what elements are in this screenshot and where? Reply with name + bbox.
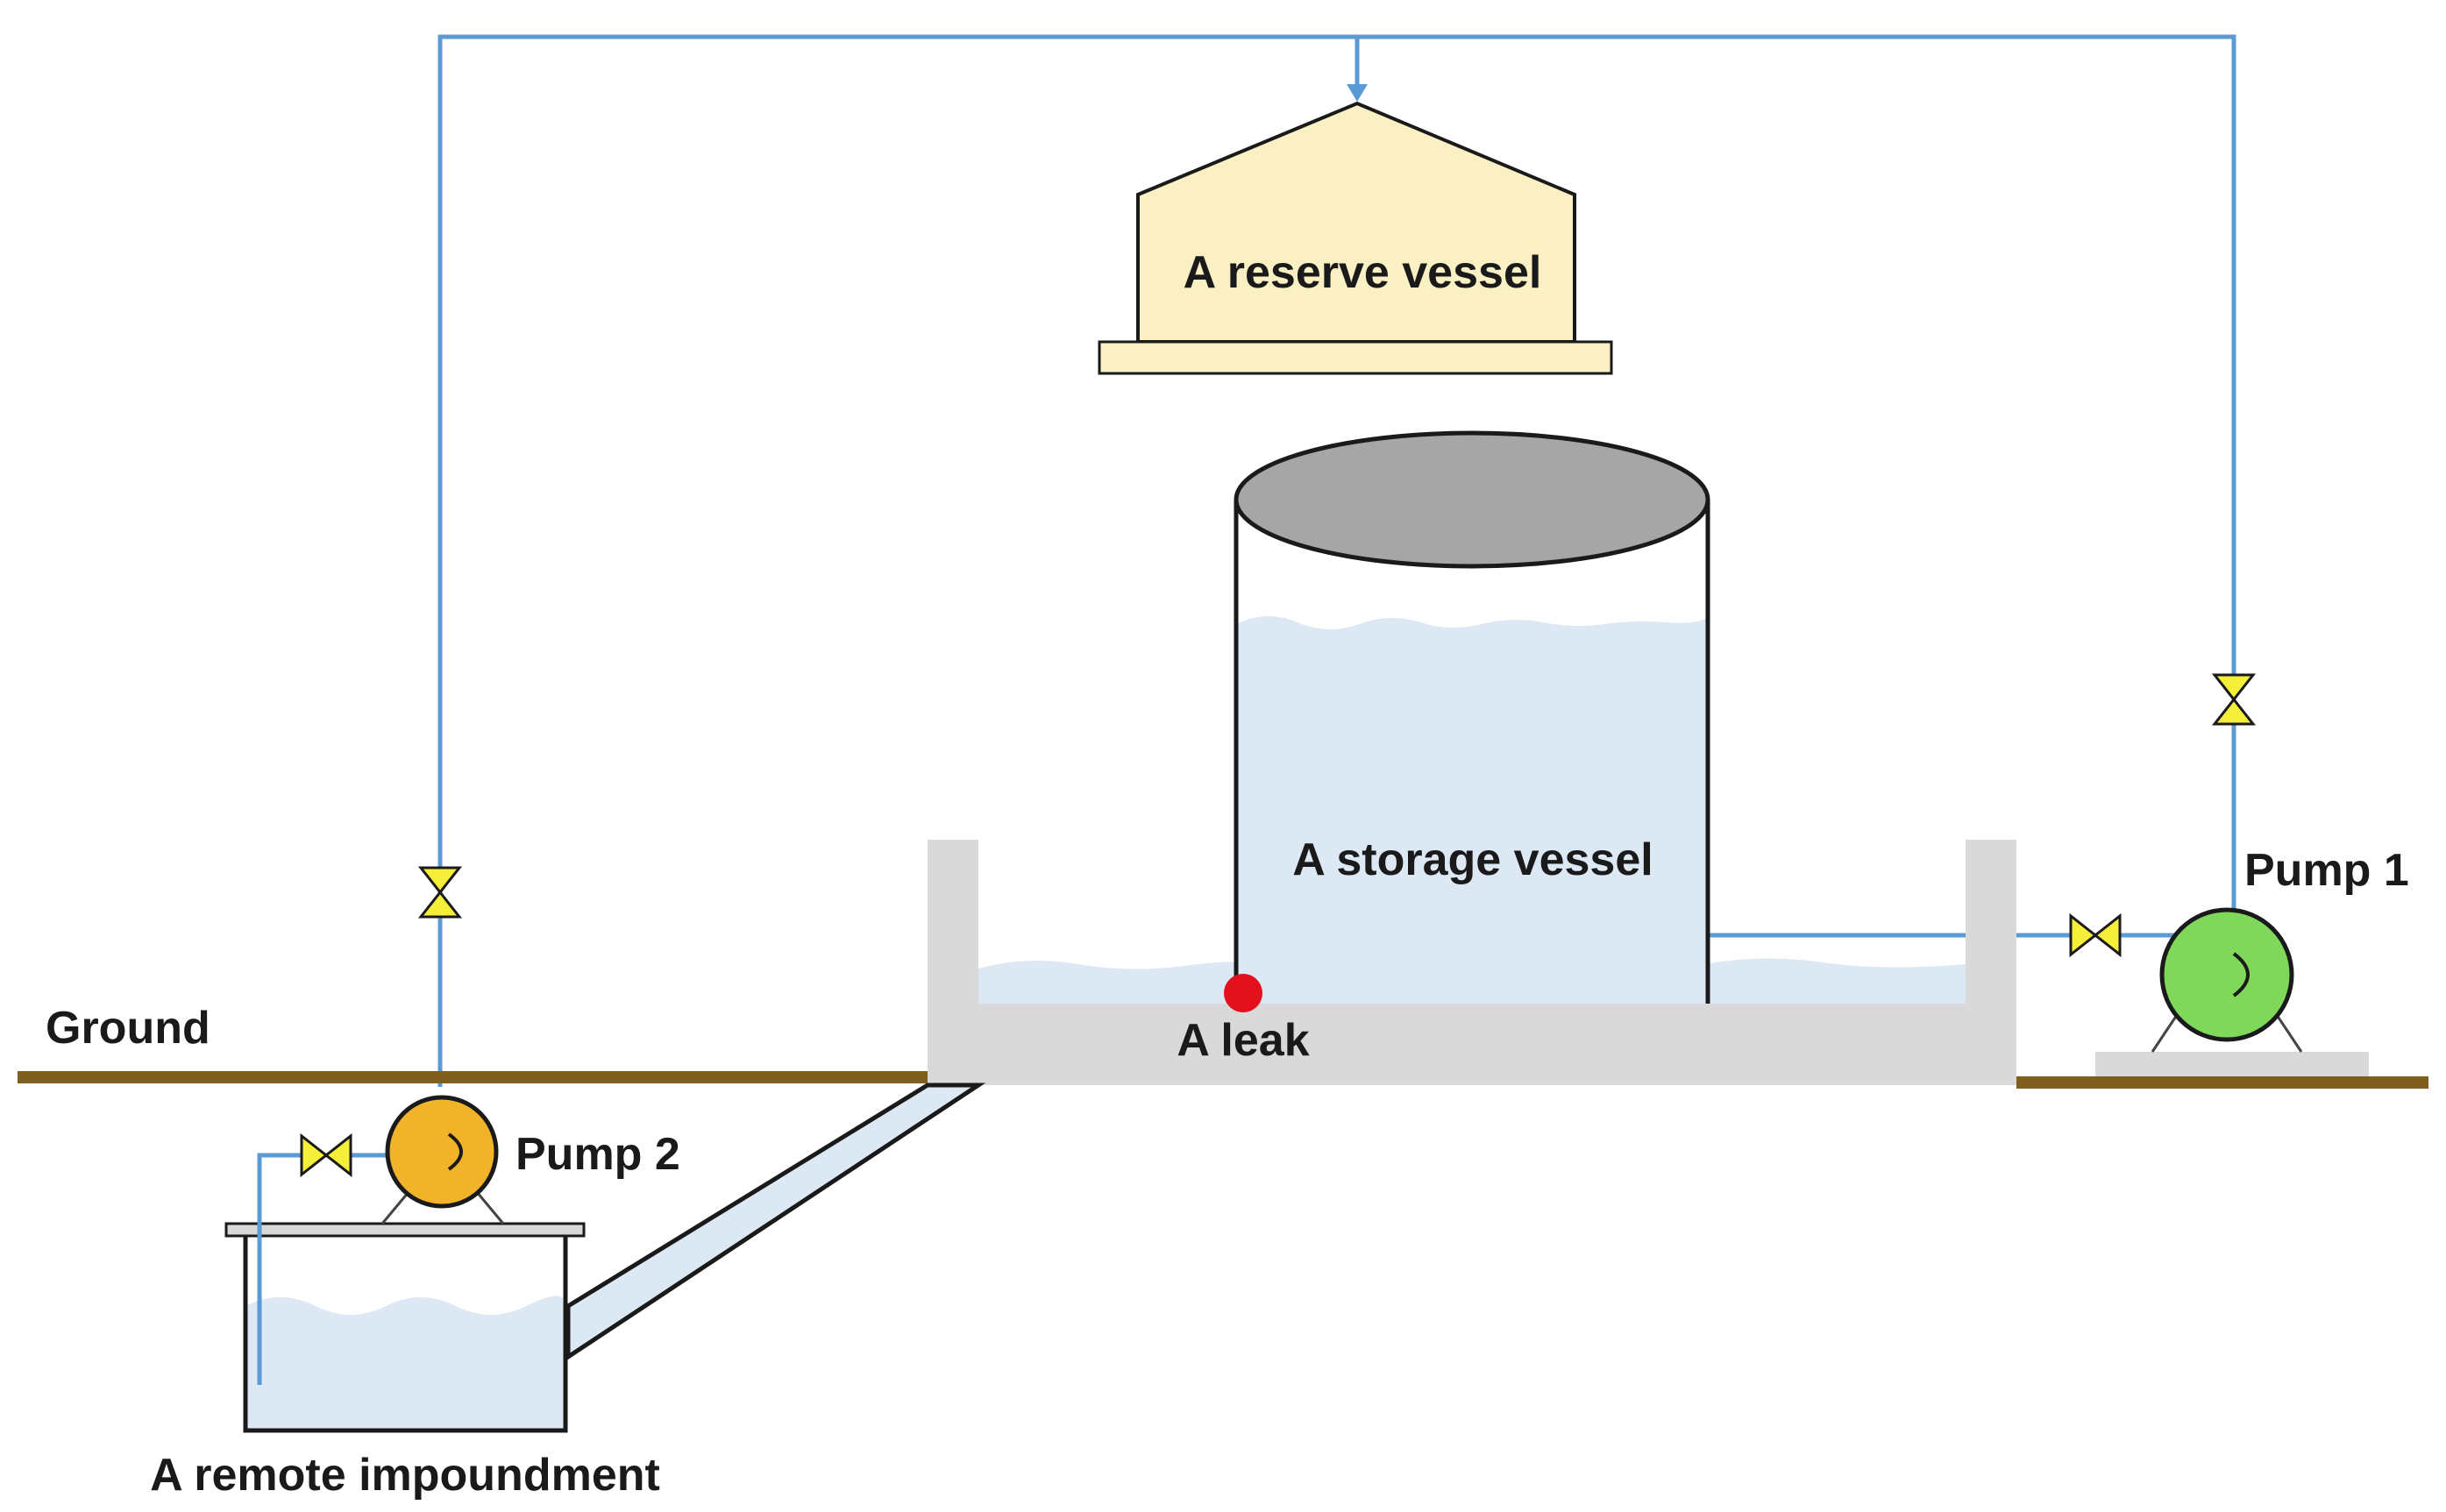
remote-impoundment-label: A remote impoundment — [150, 1450, 660, 1501]
storage-vessel-label: A storage vessel — [1292, 834, 1653, 885]
pump1-base — [2095, 1052, 2369, 1076]
ground-line-left — [18, 1071, 928, 1083]
reserve-vessel-label: A reserve vessel — [1184, 247, 1542, 298]
storage-vessel: A storage vessel — [1234, 430, 1710, 1004]
drain-channel — [565, 1083, 986, 1361]
valve-icon[interactable] — [417, 866, 463, 919]
valve-icon[interactable] — [2069, 912, 2122, 958]
pump2: Pump 2 — [380, 1095, 680, 1225]
pump-icon — [385, 1095, 499, 1209]
pump-icon — [2159, 907, 2294, 1042]
bund-water — [978, 961, 1245, 1004]
storage-water — [1236, 615, 1708, 1004]
remote-impoundment: A remote impoundment — [150, 1222, 660, 1501]
valve-icon[interactable] — [300, 1132, 352, 1178]
reserve-vessel: A reserve vessel — [1098, 101, 1613, 375]
pump1-label: Pump 1 — [2244, 845, 2409, 896]
bund — [928, 840, 2016, 1085]
pump1: Pump 1 — [2095, 845, 2409, 1076]
flow-arrow-icon — [1347, 84, 1368, 102]
storage-lid — [1234, 430, 1710, 569]
ground-label: Ground — [46, 1003, 210, 1054]
ground-line-right — [2016, 1076, 2428, 1089]
leak-label: A leak — [1177, 1015, 1309, 1066]
pump2-label: Pump 2 — [516, 1129, 680, 1180]
valve-icon[interactable] — [2211, 673, 2257, 726]
top-header-pipe — [437, 34, 2236, 1087]
leak-marker-icon — [1224, 974, 1262, 1012]
pump2-platform — [224, 1222, 586, 1238]
